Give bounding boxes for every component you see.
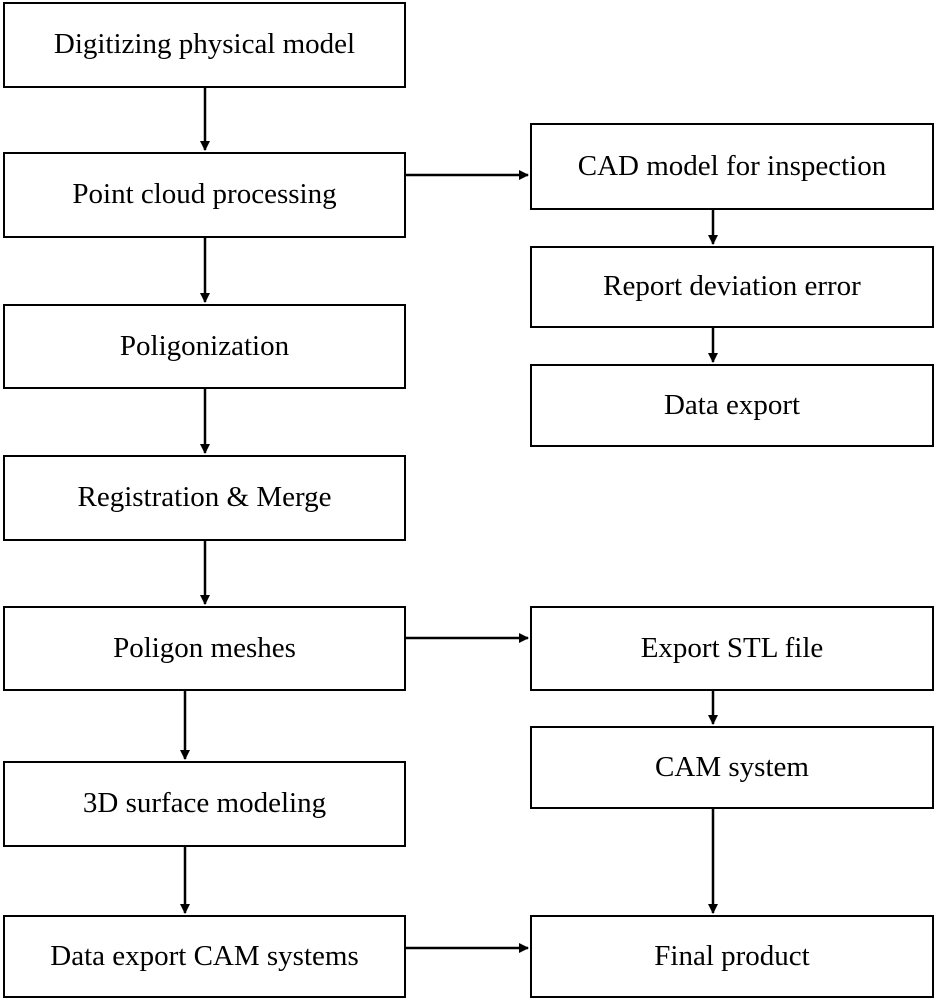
- node-data-export-cam: Data export CAM systems: [3, 915, 406, 998]
- node-registration: Registration & Merge: [3, 455, 406, 541]
- node-export-stl-label: Export STL file: [640, 631, 824, 664]
- node-cad-inspection: CAD model for inspection: [530, 123, 934, 210]
- node-registration-label: Registration & Merge: [77, 481, 332, 514]
- node-report-deviation: Report deviation error: [530, 246, 934, 328]
- node-final-product: Final product: [530, 915, 934, 998]
- node-point-cloud-label: Point cloud processing: [72, 178, 337, 211]
- node-final-product-label: Final product: [654, 939, 810, 972]
- node-surface-modeling-label: 3D surface modeling: [82, 787, 327, 820]
- node-digitizing-label: Digitizing physical model: [53, 28, 356, 61]
- node-cam-system: CAM system: [530, 726, 934, 809]
- node-poligonization: Poligonization: [3, 304, 406, 389]
- node-data-export: Data export: [530, 364, 934, 447]
- node-point-cloud: Point cloud processing: [3, 152, 406, 238]
- node-data-export-label: Data export: [663, 388, 801, 421]
- node-report-deviation-label: Report deviation error: [603, 270, 861, 303]
- node-poligon-meshes: Poligon meshes: [3, 606, 406, 691]
- node-export-stl: Export STL file: [530, 606, 934, 691]
- node-data-export-cam-label: Data export CAM systems: [50, 939, 359, 972]
- node-poligonization-label: Poligonization: [119, 329, 290, 362]
- node-surface-modeling: 3D surface modeling: [3, 761, 406, 847]
- node-cam-system-label: CAM system: [655, 750, 809, 783]
- node-cad-inspection-label: CAD model for inspection: [577, 149, 887, 182]
- node-poligon-meshes-label: Poligon meshes: [113, 631, 296, 664]
- node-digitizing: Digitizing physical model: [3, 2, 406, 88]
